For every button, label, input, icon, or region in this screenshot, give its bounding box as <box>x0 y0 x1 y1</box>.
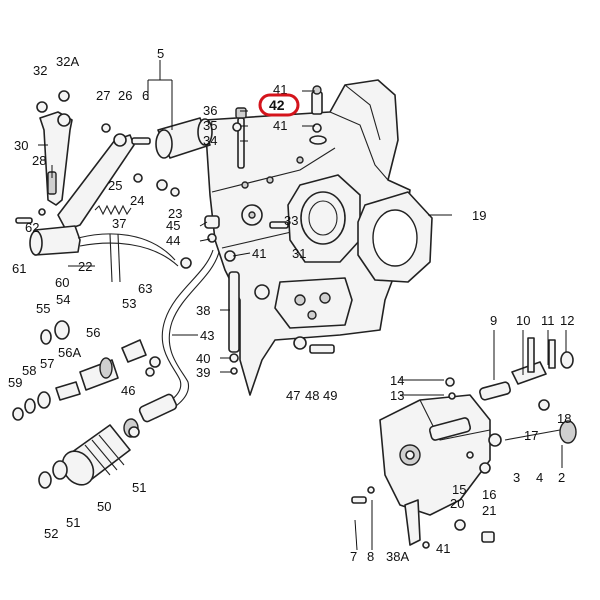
callout-label: 37 <box>112 216 126 231</box>
callout-label: 35 <box>203 118 217 133</box>
callout-label: 39 <box>196 365 210 380</box>
gasket-19 <box>357 191 433 283</box>
callout-label: 28 <box>32 153 46 168</box>
callout-label: 33 <box>284 213 298 228</box>
spring-37 <box>94 204 132 216</box>
callout-label: 21 <box>482 503 496 518</box>
callout-label: 22 <box>78 259 92 274</box>
lever-assembly <box>29 111 192 283</box>
callout-label: 47 <box>286 388 300 403</box>
callout-label: 50 <box>97 499 111 514</box>
main-housing <box>204 79 411 396</box>
callout-label: 49 <box>323 388 337 403</box>
rods <box>228 85 323 353</box>
callout-label: 20 <box>450 496 464 511</box>
callout-label: 4 <box>536 470 543 485</box>
callout-label: 51 <box>66 515 80 530</box>
callout-label: 51 <box>132 480 146 495</box>
callout-label: 36 <box>203 103 217 118</box>
callout-label: 41 <box>252 246 266 261</box>
callout-label: 55 <box>36 301 50 316</box>
callout-label: 32 <box>33 63 47 78</box>
callout-label: 12 <box>560 313 574 328</box>
callout-label: 38A <box>386 549 409 564</box>
hose-43 <box>149 249 214 413</box>
callout-label: 19 <box>472 208 486 223</box>
callout-label: 59 <box>8 375 22 390</box>
callout-label: 46 <box>121 383 135 398</box>
callout-label: 7 <box>350 549 357 564</box>
callout-label: 63 <box>138 281 152 296</box>
cylinder-34 <box>155 117 213 159</box>
callout-labels: 5 32 32A 27 26 6 30 28 25 24 23 37 62 61… <box>8 46 574 564</box>
callout-label: 3 <box>513 470 520 485</box>
callout-label: 40 <box>196 351 210 366</box>
callout-label: 60 <box>55 275 69 290</box>
callout-label: 25 <box>108 178 122 193</box>
callout-label: 18 <box>557 411 571 426</box>
callout-label: 53 <box>122 296 136 311</box>
callout-label: 2 <box>558 470 565 485</box>
valve-56 <box>12 320 147 421</box>
leader-lines <box>38 60 567 551</box>
callout-label: 23 <box>168 206 182 221</box>
callout-label: 13 <box>390 388 404 403</box>
callout-label: 15 <box>452 482 466 497</box>
callout-label: 58 <box>22 363 36 378</box>
callout-label: 56 <box>86 325 100 340</box>
callout-label: 27 <box>96 88 110 103</box>
callout-label: 31 <box>292 246 306 261</box>
callout-label: 41 <box>436 541 450 556</box>
callout-label: 42 <box>269 97 285 113</box>
callout-label: 38 <box>196 303 210 318</box>
callout-label: 11 <box>541 313 555 328</box>
callout-label: 41 <box>273 118 287 133</box>
pump-assembly <box>351 337 577 546</box>
callout-label: 14 <box>390 373 404 388</box>
callout-label: 48 <box>305 388 319 403</box>
callout-label: 52 <box>44 526 58 541</box>
callout-label: 10 <box>516 313 530 328</box>
filter-50 <box>38 418 139 489</box>
callout-label: 6 <box>142 88 149 103</box>
callout-label: 32A <box>56 54 79 69</box>
callout-label: 54 <box>56 292 70 307</box>
highlight-ring <box>258 93 300 117</box>
callout-label: 8 <box>367 549 374 564</box>
callout-label: 5 <box>157 46 164 61</box>
callout-label: 56A <box>58 345 81 360</box>
callout-label: 30 <box>14 138 28 153</box>
callout-label: 44 <box>166 233 180 248</box>
callout-label: 62 <box>25 220 39 235</box>
callout-label: 57 <box>40 356 54 371</box>
callout-label: 34 <box>203 133 217 148</box>
callout-label: 17 <box>524 428 538 443</box>
callout-label: 41 <box>273 82 287 97</box>
callout-label: 61 <box>12 261 26 276</box>
callout-label: 16 <box>482 487 496 502</box>
callout-label: 9 <box>490 313 497 328</box>
callout-label: 26 <box>118 88 132 103</box>
callout-label: 45 <box>166 218 180 233</box>
callout-label: 43 <box>200 328 214 343</box>
callout-label: 24 <box>130 193 144 208</box>
